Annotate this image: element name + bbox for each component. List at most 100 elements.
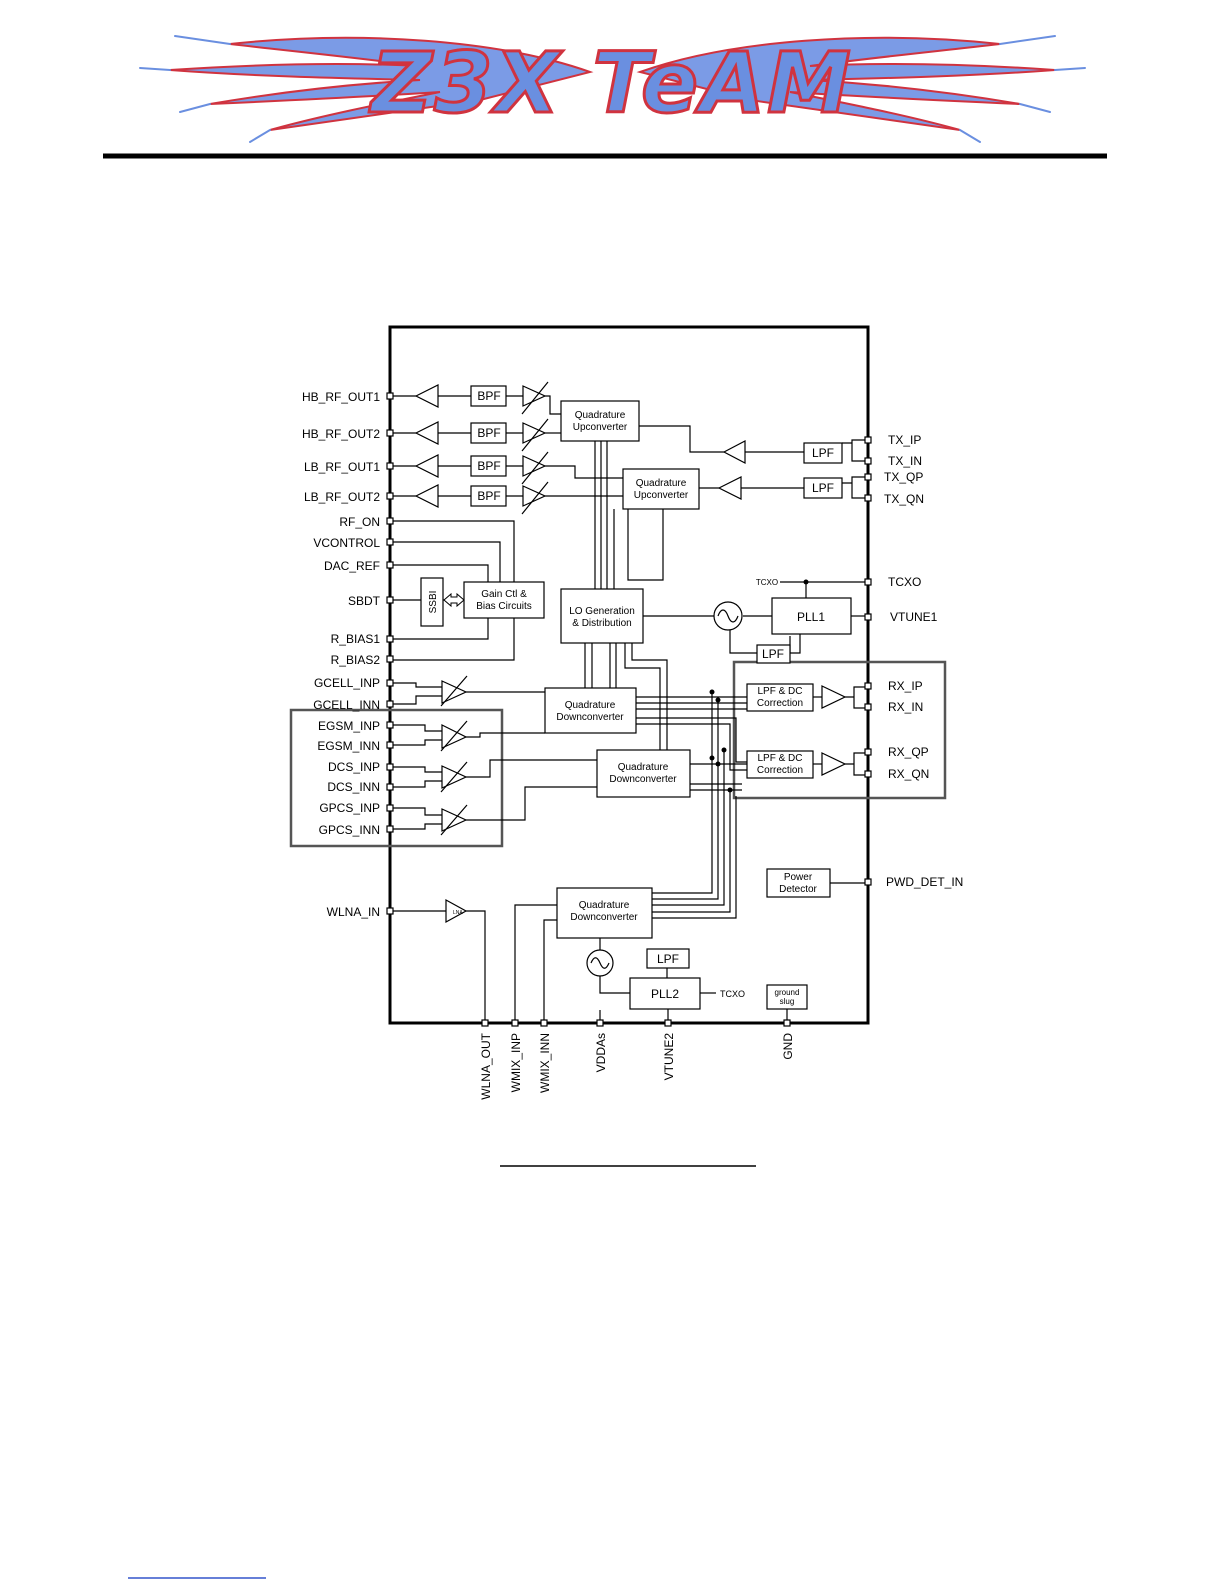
right-wing-icon: [636, 35, 1086, 143]
rx-lnas: [440, 675, 468, 836]
pll2-tcxo-label: TCXO: [720, 989, 745, 999]
pin-label-wmix-inn: WMIX_INN: [538, 1033, 552, 1093]
pin-label-rx-qn: RX_QN: [888, 767, 929, 781]
pin-label-vddas: VDDAs: [594, 1033, 608, 1072]
wlan-downconverter-label-line1: Quadrature: [579, 900, 630, 911]
pll2-lpf-label: LPF: [657, 952, 679, 966]
logo: Z3X TeAM: [139, 33, 1086, 143]
pin-label-hb-rf-out1: HB_RF_OUT1: [302, 390, 380, 404]
bpf-label-1: BPF: [477, 389, 500, 403]
pin-label-r-bias2: R_BIAS2: [331, 653, 381, 667]
highlight-box-rx-outputs: [732, 660, 947, 800]
pin-label-tx-ip: TX_IP: [888, 433, 921, 447]
variable-attenuators: [521, 381, 549, 515]
wlan-lna-label: LNA: [453, 910, 463, 916]
rx-output-amps: [821, 685, 847, 776]
downconverter2-label-line1: Quadrature: [618, 762, 669, 773]
lpf-dc-correction-2: [746, 750, 814, 779]
pll1-lpf-label: LPF: [762, 647, 784, 661]
left-pin-markers: [386, 392, 394, 915]
upconverter1-label-line2: Upconverter: [573, 422, 628, 433]
lo-gen-label-line2: & Distribution: [572, 618, 631, 629]
upconverter2-label-line1: Quadrature: [636, 478, 687, 489]
downconverter1-label-line1: Quadrature: [565, 700, 616, 711]
bpf-label-2: BPF: [477, 426, 500, 440]
pll2-block: [629, 977, 701, 1010]
gain-ctl-label-line2: Bias Circuits: [476, 601, 532, 612]
bpf-block-2: [470, 422, 507, 444]
bpf-label-4: BPF: [477, 489, 500, 503]
logo-text: Z3X TeAM: [368, 34, 852, 132]
wiring: [393, 395, 865, 1020]
tx-lpf-label-1: LPF: [812, 446, 834, 460]
ground-slug-block: [766, 984, 808, 1010]
pll2-label: PLL2: [651, 987, 679, 1001]
upconverter2-label-line2: Upconverter: [634, 490, 689, 501]
downconverter2-label-line2: Downconverter: [609, 774, 677, 785]
vco2-icon: [586, 949, 614, 977]
vco-icon: [713, 601, 743, 631]
ssbi-label: SSBI: [428, 591, 439, 614]
upconverter1-label-line1: Quadrature: [575, 410, 626, 421]
bidirectional-arrow-icon: [443, 592, 465, 608]
quadrature-downconverter-1: [544, 687, 637, 734]
tx-amplifiers: [414, 384, 746, 508]
pin-label-wlna-in: WLNA_IN: [327, 905, 380, 919]
pin-label-lb-rf-out2: LB_RF_OUT2: [304, 490, 380, 504]
tx-lpf-block-2: [803, 477, 843, 499]
pin-label-dac-ref: DAC_REF: [324, 559, 380, 573]
pll1-label: PLL1: [797, 610, 825, 624]
pin-label-egsm-inp: EGSM_INP: [318, 719, 380, 733]
lpf-dc-1-label-line1: LPF & DC: [757, 686, 802, 697]
rf-block-diagram: HB_RF_OUT1 HB_RF_OUT2 LB_RF_OUT1 LB_RF_O…: [289, 325, 963, 1100]
quadrature-upconverter-1: [560, 400, 640, 442]
pin-label-rx-qp: RX_QP: [888, 745, 929, 759]
power-detector-label-line1: Power: [784, 872, 813, 883]
pin-label-tx-qp: TX_QP: [884, 470, 923, 484]
bpf-block-1: [470, 385, 507, 407]
pin-label-wmix-inp: WMIX_INP: [509, 1033, 523, 1092]
pin-label-tx-in: TX_IN: [888, 454, 922, 468]
pin-label-wlna-out: WLNA_OUT: [479, 1032, 493, 1099]
chip-outline: [388, 325, 870, 1025]
pin-label-egsm-inn: EGSM_INN: [317, 739, 380, 753]
lo-gen-label-line1: LO Generation: [569, 606, 635, 617]
wlan-lna: LNA: [445, 898, 468, 924]
pin-label-lb-rf-out1: LB_RF_OUT1: [304, 460, 380, 474]
tcxo-internal-label: TCXO: [756, 578, 778, 587]
lpf-dc-1-label-line2: Correction: [757, 698, 803, 709]
pll2-lpf-block: [646, 948, 690, 969]
pll1-lpf-block: [756, 644, 791, 664]
pin-label-gcell-inp: GCELL_INP: [314, 676, 380, 690]
pin-label-hb-rf-out2: HB_RF_OUT2: [302, 427, 380, 441]
lpf-dc-2-label-line2: Correction: [757, 765, 803, 776]
ssbi-block: [420, 577, 444, 627]
left-wing-icon: [139, 35, 594, 143]
ground-slug-label-line1: ground: [775, 988, 800, 997]
power-detector-block: [766, 868, 831, 898]
junction-dots: [709, 579, 809, 793]
gain-ctl-label-line1: Gain Ctl &: [481, 589, 527, 600]
quadrature-upconverter-2: [622, 468, 700, 510]
pin-label-vtune2: VTUNE2: [662, 1033, 676, 1081]
pin-label-vcontrol: VCONTROL: [313, 536, 380, 550]
pin-label-gnd: GND: [781, 1033, 795, 1060]
quadrature-downconverter-2: [596, 749, 691, 798]
pin-label-dcs-inn: DCS_INN: [327, 780, 380, 794]
lo-generation-block: [560, 588, 644, 644]
pin-label-tcxo: TCXO: [888, 575, 921, 589]
pin-label-dcs-inp: DCS_INP: [328, 760, 380, 774]
bpf-block-4: [470, 485, 507, 507]
bottom-pin-markers: [481, 1019, 791, 1027]
bpf-block-3: [470, 455, 507, 477]
pin-label-gpcs-inn: GPCS_INN: [319, 823, 380, 837]
tx-lpf-label-2: LPF: [812, 481, 834, 495]
pin-label-sbdt: SBDT: [348, 594, 381, 608]
pin-label-gcell-inn: GCELL_INN: [313, 698, 380, 712]
pin-label-rx-ip: RX_IP: [888, 679, 923, 693]
pll1-block: [771, 597, 852, 635]
wlan-downconverter-label-line2: Downconverter: [570, 912, 638, 923]
pin-label-rf-on: RF_ON: [339, 515, 380, 529]
